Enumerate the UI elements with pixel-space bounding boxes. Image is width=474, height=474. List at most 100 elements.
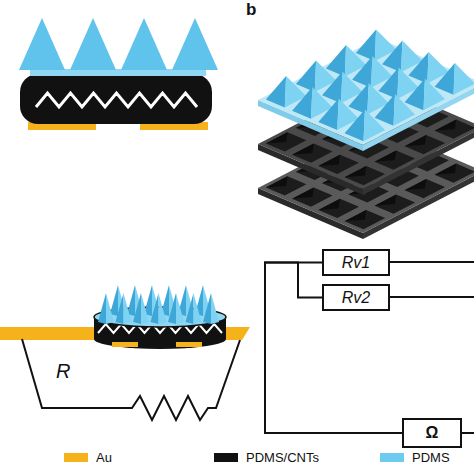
circuit-wires bbox=[390, 262, 474, 433]
illustration-part bbox=[435, 164, 457, 175]
illustration-part bbox=[203, 293, 211, 324]
illustration-part bbox=[141, 293, 149, 324]
sensor-cross-section bbox=[19, 18, 218, 130]
illustration-part bbox=[211, 293, 219, 324]
resistor-box: Rv2 bbox=[322, 284, 390, 311]
illustration-part bbox=[435, 63, 455, 95]
wire bbox=[265, 263, 402, 434]
illustration-part bbox=[292, 188, 314, 199]
illustration-part bbox=[375, 151, 416, 170]
resistor-label: R bbox=[56, 360, 70, 383]
legend-item: Au bbox=[64, 450, 112, 465]
legend-item: PDMS/CNTs bbox=[214, 450, 319, 465]
illustration-part bbox=[405, 179, 446, 198]
illustration-part bbox=[435, 120, 457, 131]
illustration-part bbox=[19, 18, 218, 70]
illustration-part bbox=[112, 342, 138, 347]
meter-symbol: Ω bbox=[426, 424, 439, 442]
illustration-part bbox=[345, 166, 367, 177]
illustration-part bbox=[318, 98, 338, 130]
illustration-part bbox=[375, 195, 416, 214]
illustration-part bbox=[19, 18, 65, 70]
illustration-part bbox=[394, 94, 416, 126]
ohmmeter-box: Ω bbox=[402, 418, 462, 448]
illustration-part bbox=[20, 74, 212, 124]
legend-item: PDMS bbox=[380, 450, 450, 465]
illustration-part bbox=[345, 166, 386, 185]
resistor-label: Rv1 bbox=[342, 254, 370, 272]
illustration-part bbox=[318, 155, 359, 174]
illustration-part bbox=[348, 83, 368, 115]
illustration-part bbox=[390, 296, 474, 298]
illustration-part bbox=[318, 199, 359, 218]
panel-letter: b bbox=[246, 0, 256, 20]
illustration-part bbox=[364, 110, 386, 142]
illustration-part bbox=[292, 144, 314, 155]
illustration-part bbox=[408, 52, 428, 84]
illustration-part bbox=[375, 151, 397, 162]
illustration-part bbox=[151, 293, 159, 324]
illustration-part bbox=[405, 135, 446, 154]
illustration-part bbox=[424, 79, 446, 111]
illustration-part bbox=[345, 210, 367, 221]
illustration-part bbox=[318, 155, 340, 166]
illustration-part bbox=[106, 293, 114, 324]
illustration-part bbox=[345, 110, 365, 142]
illustration-part bbox=[159, 293, 167, 324]
illustration-part bbox=[390, 261, 474, 263]
legend-swatch bbox=[64, 453, 88, 462]
illustration-part bbox=[266, 176, 288, 187]
illustration-part bbox=[356, 29, 376, 61]
legend-swatch bbox=[380, 453, 404, 462]
illustration-part bbox=[168, 293, 176, 324]
illustration-part bbox=[292, 87, 312, 119]
illustration-part bbox=[176, 293, 184, 324]
illustration-part bbox=[176, 342, 202, 347]
illustration-part bbox=[454, 63, 474, 95]
illustration-part bbox=[296, 60, 316, 92]
illustration-part bbox=[124, 293, 132, 324]
illustration-part bbox=[186, 293, 194, 324]
legend-label: Au bbox=[96, 450, 112, 465]
illustration-part bbox=[22, 339, 240, 420]
illustration-part bbox=[70, 18, 116, 70]
illustration-part bbox=[405, 179, 427, 190]
illustration-part bbox=[266, 176, 307, 195]
illustration-part bbox=[110, 285, 118, 316]
illustration-part bbox=[326, 45, 346, 77]
illustration-part bbox=[98, 285, 219, 324]
illustration-part bbox=[116, 293, 124, 324]
illustration-part bbox=[34, 90, 198, 110]
illustration-part bbox=[322, 72, 342, 104]
illustration-part bbox=[352, 56, 372, 88]
exploded-layers bbox=[258, 29, 474, 239]
illustration-part bbox=[405, 135, 427, 146]
legend-label: PDMS bbox=[412, 450, 450, 465]
illustration-part bbox=[30, 69, 206, 76]
illustration-part bbox=[121, 18, 167, 70]
illustration-part bbox=[172, 18, 218, 70]
illustration-part bbox=[375, 94, 395, 126]
resistor-box: Rv1 bbox=[322, 249, 390, 276]
illustration-part bbox=[36, 93, 197, 107]
illustration-part bbox=[318, 199, 340, 210]
illustration-part bbox=[405, 79, 425, 111]
illustration-part bbox=[435, 164, 474, 183]
legend-label: PDMS/CNTs bbox=[246, 450, 319, 465]
illustration-part bbox=[292, 144, 333, 163]
illustration-part bbox=[133, 293, 141, 324]
illustration-part bbox=[194, 293, 202, 324]
illustration-part bbox=[378, 67, 398, 99]
illustration-part bbox=[98, 293, 106, 324]
illustration-part bbox=[266, 76, 286, 108]
wire bbox=[265, 263, 402, 434]
illustration-part bbox=[266, 132, 307, 151]
illustration-part bbox=[375, 195, 397, 206]
illustration-part bbox=[435, 120, 474, 139]
resistor-label: Rv2 bbox=[342, 289, 370, 307]
illustration-part bbox=[345, 210, 386, 229]
illustration-part bbox=[462, 432, 474, 434]
sensor-on-electrodes bbox=[0, 285, 250, 420]
